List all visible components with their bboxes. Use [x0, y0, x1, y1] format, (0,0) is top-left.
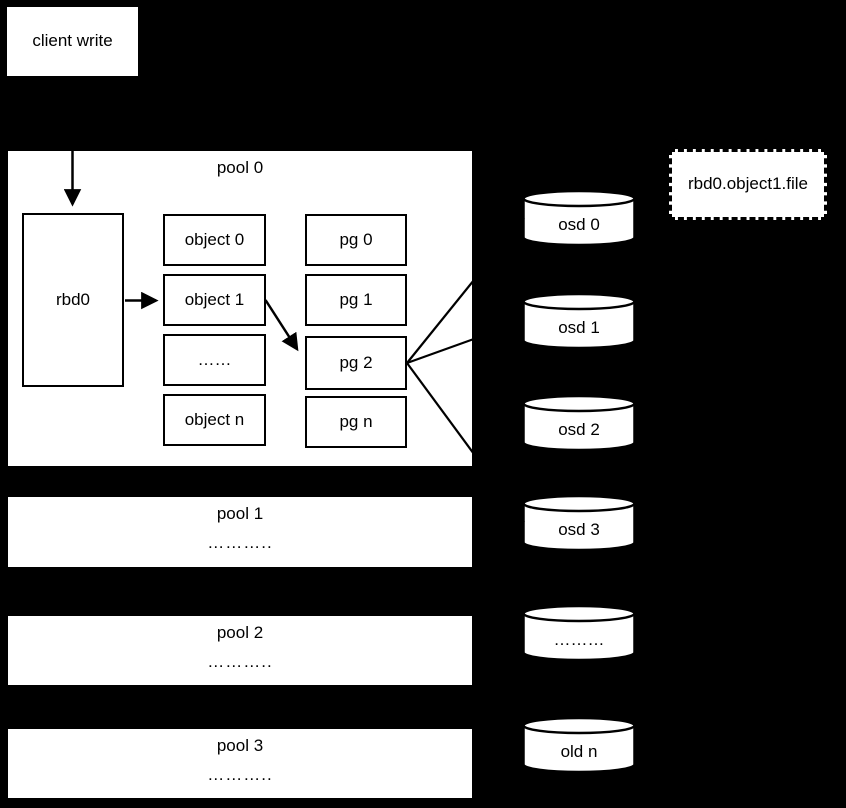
osd-3-cylinder: osd 3 [521, 494, 637, 552]
osd-1-label: osd 1 [558, 318, 600, 337]
pool2-box: pool 2 ……….. [6, 614, 474, 687]
osd-0-cylinder: osd 0 [521, 189, 637, 247]
cylinder-icon [522, 716, 636, 774]
pg-n-box: pg n [305, 396, 407, 448]
osd-n-cylinder: old n [521, 716, 637, 774]
client-write-label: client write [32, 31, 113, 51]
object-0-box: object 0 [163, 214, 266, 266]
pool2-dots: ……….. [207, 652, 273, 672]
rbd0-box: rbd0 [22, 213, 124, 387]
pool3-title: pool 3 [216, 736, 264, 755]
pg-1-box: pg 1 [305, 274, 407, 326]
pool1-box: pool 1 ……….. [6, 495, 474, 569]
pg-0-box: pg 0 [305, 214, 407, 266]
cylinder-icon [522, 394, 636, 452]
pg-1-label: pg 1 [339, 289, 373, 309]
pg-2-label: pg 2 [339, 352, 373, 372]
object-1-label: object 1 [184, 289, 245, 309]
object-ellipsis-box: …… [163, 334, 266, 386]
object-n-label: object n [184, 409, 245, 429]
cylinder-icon [522, 604, 636, 662]
pool2-title: pool 2 [216, 623, 264, 642]
object-0-label: object 0 [184, 229, 245, 249]
osd-3-label: osd 3 [558, 520, 600, 539]
pg-0-label: pg 0 [339, 229, 373, 249]
osd-2-cylinder: osd 2 [521, 394, 637, 452]
osd-2-label: osd 2 [558, 420, 600, 439]
osd-1-cylinder: osd 1 [521, 292, 637, 350]
pool1-dots: ……….. [207, 533, 273, 553]
object-1-box: object 1 [163, 274, 266, 326]
object-ellipsis-label: …… [197, 349, 232, 369]
file-name-box: rbd0.object1.file [669, 149, 827, 220]
osd-n-label: old n [560, 742, 598, 761]
cylinder-icon [522, 292, 636, 350]
pool1-title: pool 1 [216, 504, 264, 523]
osd-ellipsis-label: ……… [553, 630, 605, 649]
client-write-box: client write [5, 5, 140, 78]
rbd0-label: rbd0 [55, 289, 91, 309]
pool3-box: pool 3 ……….. [6, 727, 474, 800]
cylinder-icon [522, 494, 636, 552]
osd-0-label: osd 0 [558, 215, 600, 234]
pool0-title: pool 0 [216, 158, 264, 177]
pg-2-box: pg 2 [305, 336, 407, 390]
file-name-label: rbd0.object1.file [687, 174, 809, 194]
pg-n-label: pg n [339, 411, 373, 431]
object-n-box: object n [163, 394, 266, 446]
pool3-dots: ……….. [207, 765, 273, 785]
osd-ellipsis-cylinder: ……… [521, 604, 637, 662]
cylinder-icon [522, 189, 636, 247]
